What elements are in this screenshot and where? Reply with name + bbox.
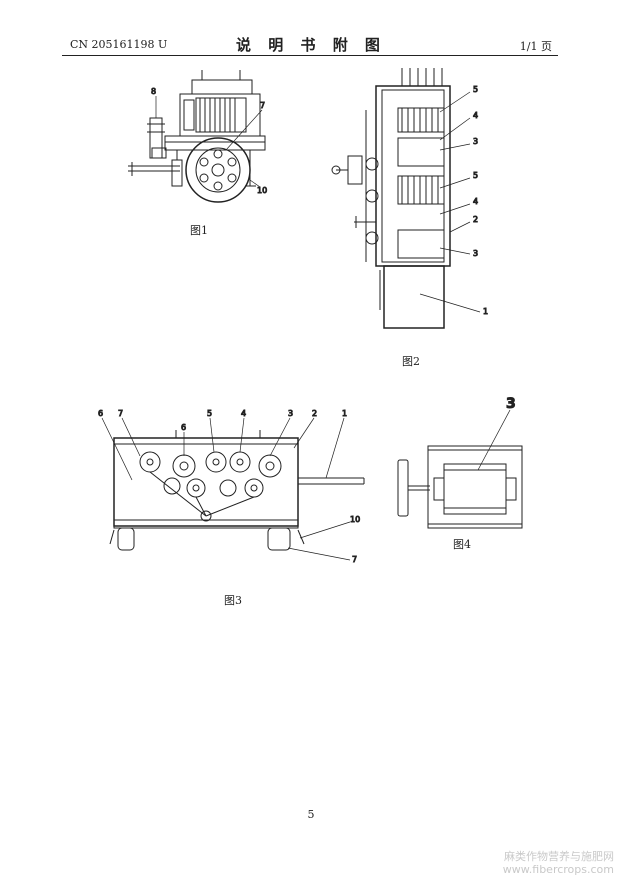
fig1-label-10: 10 <box>257 186 267 195</box>
fig2-label-5b: 5 <box>473 171 478 180</box>
fig3-label-6a: 6 <box>98 409 103 418</box>
fig3-label-4: 4 <box>241 409 246 418</box>
figure-2-drawing <box>331 68 481 329</box>
figure-2-caption: 图2 <box>402 355 420 368</box>
document-number: CN 205161198 U <box>70 38 168 51</box>
figure-4-drawing <box>397 409 523 529</box>
fig3-label-3: 3 <box>288 409 293 418</box>
fig2-label-1: 1 <box>483 307 488 316</box>
fig1-label-8: 8 <box>151 87 156 96</box>
fig3-label-5: 5 <box>207 409 212 418</box>
page-count: 1/1 页 <box>519 40 552 53</box>
fig2-label-4b: 4 <box>473 197 478 206</box>
figure-3-drawing <box>101 417 365 561</box>
fig2-label-3b: 3 <box>473 249 478 258</box>
fig3-label-10: 10 <box>350 515 360 524</box>
fig3-label-2: 2 <box>312 409 317 418</box>
figure-3-caption: 图3 <box>224 594 242 607</box>
figure-4-caption: 图4 <box>453 538 471 551</box>
fig3-label-1: 1 <box>342 409 347 418</box>
fig2-label-4a: 4 <box>473 111 478 120</box>
fig1-label-7: 7 <box>260 101 265 110</box>
page-title: 说 明 书 附 图 <box>236 36 386 54</box>
fig2-label-3a: 3 <box>473 137 478 146</box>
fig3-label-7b: 7 <box>352 555 357 564</box>
watermark-site-name: 麻类作物营养与施肥网 <box>504 850 614 863</box>
fig4-label-3: 3 <box>506 396 516 412</box>
fig3-label-7a: 7 <box>118 409 123 418</box>
fig3-label-6b: 6 <box>181 423 186 432</box>
fig2-label-5a: 5 <box>473 85 478 94</box>
figure-1-drawing <box>128 70 266 203</box>
fig2-label-2: 2 <box>473 215 478 224</box>
page-number: 5 <box>307 808 315 821</box>
header-rule <box>62 55 558 56</box>
watermark-url: www.fibercrops.com <box>502 863 614 876</box>
figure-1-caption: 图1 <box>190 224 208 237</box>
